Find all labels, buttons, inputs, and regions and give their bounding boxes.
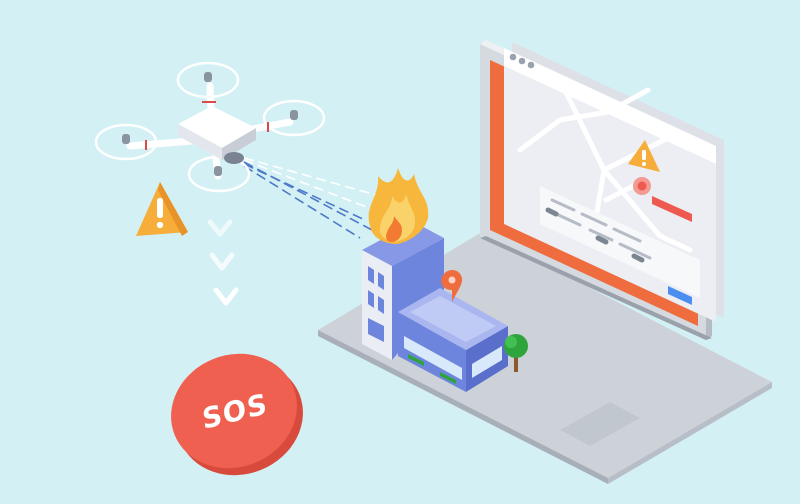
fire-icon: [368, 168, 429, 244]
alert-bar: [652, 196, 692, 222]
window-titlebar: [504, 48, 716, 164]
warning-icon: [628, 140, 660, 172]
map-action-button[interactable]: [668, 286, 692, 305]
sos-badge[interactable]: [154, 335, 321, 494]
info-card-pills: [545, 207, 645, 263]
location-pin-icon: [441, 270, 463, 302]
tower-front: [362, 250, 392, 360]
map-window: [504, 42, 724, 322]
info-card: [540, 186, 700, 298]
rotor-ring: [262, 99, 326, 137]
map-roads: [517, 77, 693, 253]
tree: [504, 334, 528, 372]
tower-roof: [362, 222, 444, 266]
storefront-windows: [404, 336, 502, 380]
scan-signal: [243, 157, 391, 239]
info-card-lines: [550, 198, 652, 260]
planters: [408, 354, 456, 384]
tower-windows: [368, 266, 384, 342]
warning-icon: [136, 182, 188, 236]
drone-icon: [94, 61, 326, 193]
chevron-down-icon: [207, 219, 239, 306]
window-dot: [527, 61, 535, 69]
burning-building: [362, 168, 528, 392]
window-dot: [518, 57, 526, 65]
window-dot: [509, 53, 517, 61]
